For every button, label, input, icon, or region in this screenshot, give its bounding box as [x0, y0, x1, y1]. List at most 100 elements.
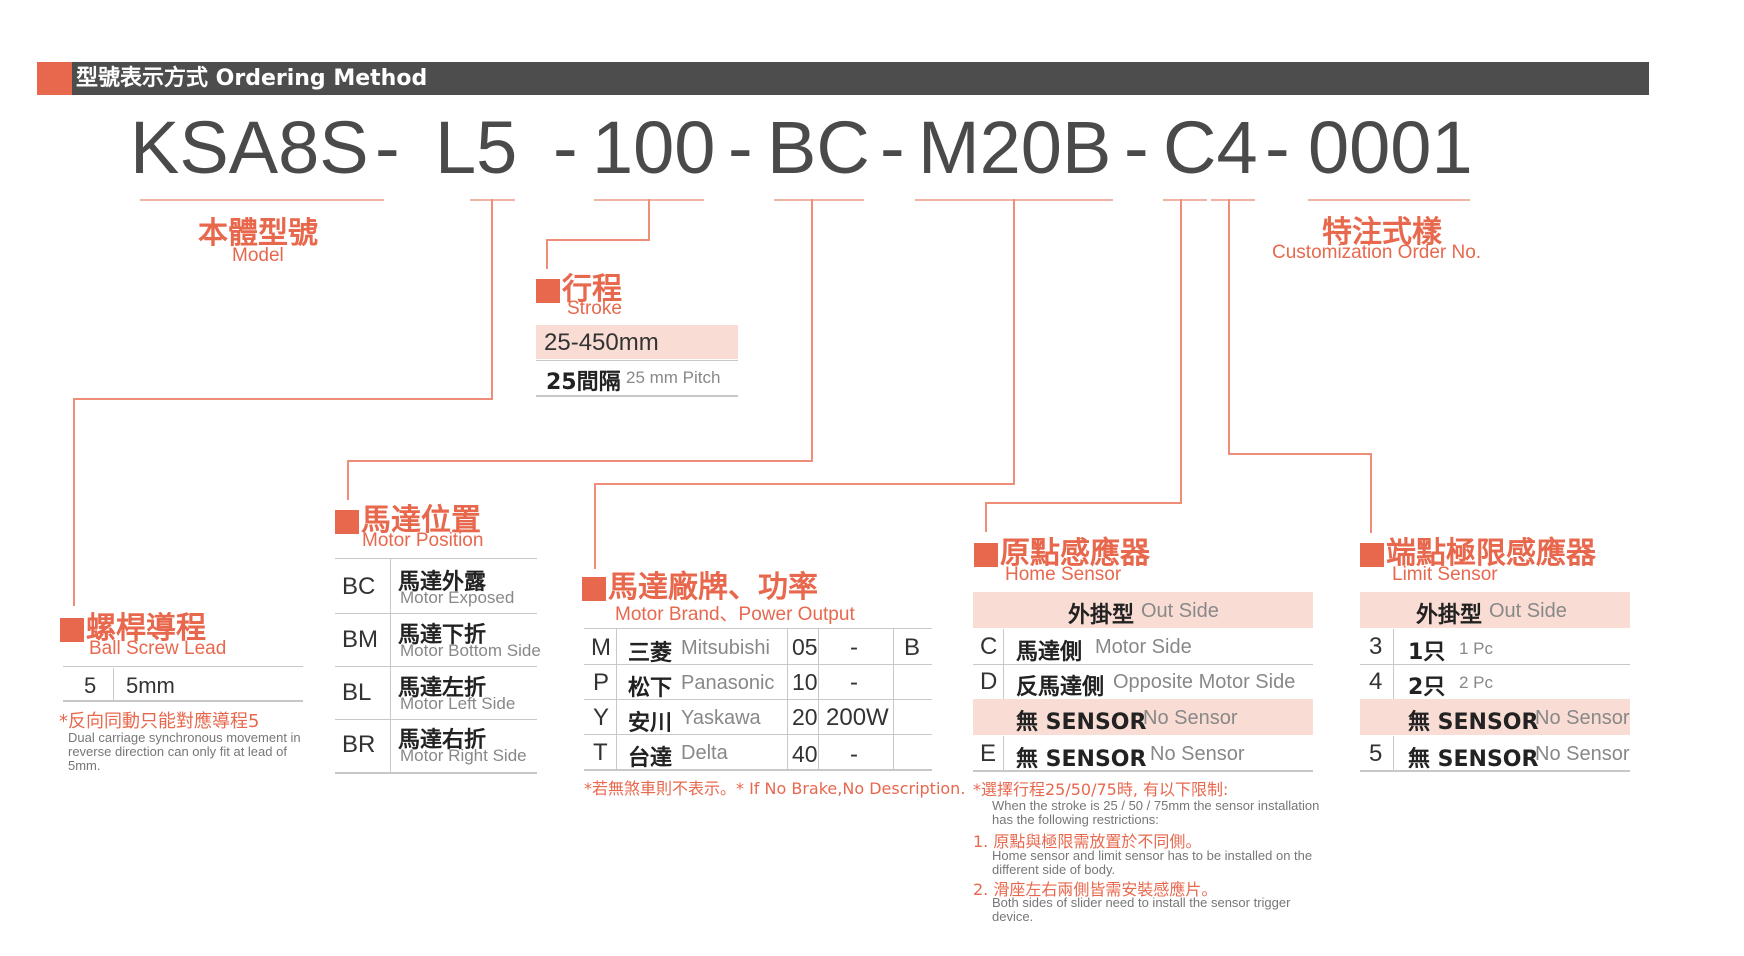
mb-en-y: Yaskawa [681, 707, 761, 729]
code-dash-3: - [728, 106, 753, 189]
model-subtitle: Model [232, 245, 284, 266]
home-en-none: No Sensor [1143, 707, 1238, 729]
code-dash-1: - [375, 106, 400, 189]
mb-zh-m: 三菱 [628, 641, 673, 666]
mpos-zh-bc: 馬達外露 [398, 570, 487, 595]
code-seg-sensor: C4 [1163, 106, 1258, 189]
connector-lead-h [73, 398, 493, 400]
motor-brand-note: *若無煞車則不表示。* If No Brake,No Description. [584, 779, 966, 798]
stroke-range-row [536, 325, 738, 359]
mb-power-40: 40 [792, 741, 818, 767]
lead-note-zh: *反向同動只能對應導程5 [59, 711, 260, 732]
sensor-note2-en: Home sensor and limit sensor has to be i… [992, 848, 1313, 877]
lead-title: 螺桿導程 [60, 603, 206, 647]
limit-code-5: 5 [1369, 740, 1383, 767]
home-code-d: D [980, 668, 998, 695]
mpos-col-sep [390, 559, 391, 772]
stroke-pitch-zh: 25間隔 [546, 370, 621, 395]
motor-position-subtitle: Motor Position [362, 530, 484, 551]
code-seg-lead: L5 [435, 106, 518, 189]
limit-head-en: Out Side [1489, 600, 1567, 622]
home-en-e: No Sensor [1150, 743, 1245, 765]
limit-sensor-title-text: 端點極限感應器 [1386, 536, 1596, 571]
home-sensor-title: 原點感應器 [974, 528, 1150, 572]
connector-motor-v2 [594, 483, 596, 569]
lead-value: 5mm [126, 673, 175, 698]
mpos-en-bl: Motor Left Side [400, 694, 516, 713]
mb-power-20: 20 [792, 704, 818, 730]
limit-code-4: 4 [1369, 668, 1383, 695]
home-zh-e: 無 SENSOR [1016, 747, 1147, 772]
mb-power-05: 05 [792, 634, 818, 660]
mpos-line-0 [335, 558, 537, 559]
stroke-pitch-en: 25 mm Pitch [626, 368, 721, 387]
mb-code-p: P [593, 669, 610, 696]
mb-line-4 [584, 769, 932, 771]
connector-limit-v1 [1228, 199, 1230, 455]
sensor-note1-en: When the stroke is 25 / 50 / 75mm the se… [992, 798, 1320, 827]
motor-position-title: 馬達位置 [335, 495, 481, 539]
lead-subtitle: Ball Screw Lead [89, 638, 227, 659]
custom-title: 特注式樣 [1322, 215, 1442, 250]
connector-mpos-v2 [347, 460, 349, 500]
limit-line-1 [1360, 664, 1630, 665]
mb-line-0 [584, 628, 932, 629]
mb-line-2 [584, 699, 932, 700]
limit-sensor-title-marker [1360, 542, 1384, 567]
mb-line-1 [584, 664, 932, 665]
limit-en-5: No Sensor [1535, 743, 1630, 765]
motor-position-title-text: 馬達位置 [361, 503, 481, 538]
mb-code-m: M [591, 634, 611, 661]
limit-head-row [1360, 592, 1630, 628]
mb-zh-t: 台達 [628, 746, 673, 771]
limit-zh-none: 無 SENSOR [1408, 710, 1539, 735]
mpos-line-4 [335, 772, 537, 774]
home-head-en: Out Side [1141, 600, 1219, 622]
mb-en-p: Panasonic [681, 672, 775, 694]
mb-en-m: Mitsubishi [681, 637, 770, 659]
lead-sep [113, 668, 114, 700]
mpos-zh-bm: 馬達下折 [398, 623, 487, 648]
code-dash-6: - [1265, 106, 1290, 189]
limit-line-bottom [1360, 770, 1630, 772]
mpos-en-br: Motor Right Side [400, 746, 527, 765]
mb-zh-p: 松下 [628, 676, 673, 701]
limit-zh-4: 2只 [1408, 675, 1446, 700]
connector-stroke-v1 [648, 199, 650, 241]
header-bar [37, 62, 1649, 95]
home-en-c: Motor Side [1095, 636, 1192, 658]
home-code-c: C [980, 633, 998, 660]
limit-code-3: 3 [1369, 633, 1383, 660]
stroke-title: 行程 [536, 264, 622, 308]
motor-position-title-marker [335, 509, 359, 534]
connector-motor-h [594, 483, 1015, 485]
connector-stroke-v2 [546, 239, 548, 269]
limit-sensor-title: 端點極限感應器 [1360, 528, 1596, 572]
connector-lead-v1 [491, 199, 493, 399]
home-sep-2 [1003, 736, 1004, 770]
mpos-code-bl: BL [342, 679, 372, 706]
limit-sensor-subtitle: Limit Sensor [1392, 564, 1498, 585]
code-seg-motor-position: BC [767, 106, 870, 189]
sensor-note3-en: Both sides of slider need to install the… [992, 895, 1291, 924]
home-head-zh: 外掛型 [1068, 603, 1135, 628]
lead-code: 5 [84, 673, 97, 698]
header-accent [37, 62, 72, 95]
stroke-title-text: 行程 [562, 272, 622, 307]
limit-zh-5: 無 SENSOR [1408, 747, 1539, 772]
connector-limit-h [1228, 453, 1372, 455]
stroke-bottom-line [536, 395, 738, 397]
mpos-code-bm: BM [342, 626, 378, 653]
home-head-row [973, 592, 1313, 628]
limit-en-none: No Sensor [1535, 707, 1630, 729]
home-line-1 [973, 664, 1313, 665]
mb-power-10: 10 [792, 669, 818, 695]
stroke-row-line [536, 360, 738, 361]
lead-bottom-line [63, 700, 303, 702]
home-sensor-title-marker [974, 542, 998, 567]
connector-home-v1 [1180, 199, 1182, 504]
home-line-bottom [973, 770, 1313, 772]
mb-zh-y: 安川 [628, 711, 673, 736]
home-zh-none: 無 SENSOR [1016, 710, 1147, 735]
sensor-note1-zh: *選擇行程25/50/75時, 有以下限制: [973, 780, 1229, 799]
